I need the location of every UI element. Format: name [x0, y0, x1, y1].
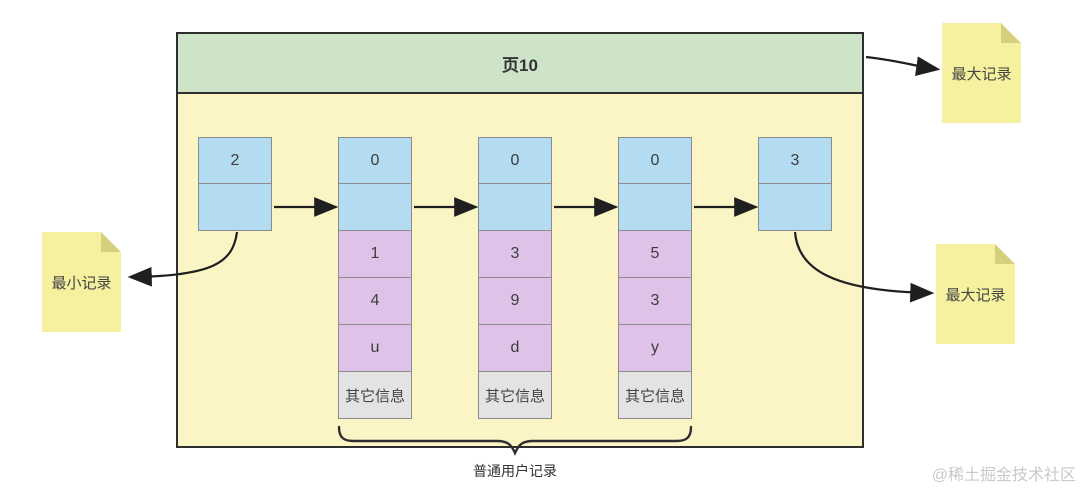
- record-column-supremum: 3: [758, 137, 832, 231]
- record-field-cell: 1: [338, 230, 412, 278]
- note-max-record-top: 最大记录: [942, 23, 1021, 123]
- arrow-header-to-max-note: [865, 55, 941, 76]
- note-fold-corner: [995, 244, 1015, 264]
- record-pointer-cell: [198, 183, 272, 231]
- record-pointer-cell: [478, 183, 552, 231]
- record-other-info-cell: 其它信息: [618, 371, 692, 419]
- record-pointer-cell: [758, 183, 832, 231]
- note-min-record: 最小记录: [42, 232, 121, 332]
- page-header: 页10: [178, 34, 862, 94]
- record-field-cell: u: [338, 324, 412, 372]
- record-header-cell: 0: [478, 137, 552, 184]
- record-field-cell: d: [478, 324, 552, 372]
- note-fold-corner: [101, 232, 121, 252]
- note-fold-corner: [1001, 23, 1021, 43]
- page-title: 页10: [502, 55, 538, 75]
- record-field-cell: 3: [478, 230, 552, 278]
- record-field-cell: 3: [618, 277, 692, 325]
- record-column-user-3: 0 5 3 y 其它信息: [618, 137, 692, 419]
- record-field-cell: 4: [338, 277, 412, 325]
- note-label: 最大记录: [951, 65, 1012, 83]
- record-field-cell: y: [618, 324, 692, 372]
- record-header-cell: 0: [338, 137, 412, 184]
- record-column-user-1: 0 1 4 u 其它信息: [338, 137, 412, 419]
- record-column-infimum: 2: [198, 137, 272, 231]
- record-pointer-cell: [618, 183, 692, 231]
- note-max-record-right: 最大记录: [936, 244, 1015, 344]
- watermark: @稀土掘金技术社区: [931, 467, 1076, 484]
- note-label: 最大记录: [945, 286, 1006, 304]
- record-header-cell: 0: [618, 137, 692, 184]
- record-field-cell: 9: [478, 277, 552, 325]
- record-header-cell: 2: [198, 137, 272, 184]
- record-column-user-2: 0 3 9 d 其它信息: [478, 137, 552, 419]
- record-pointer-cell: [338, 183, 412, 231]
- record-other-info-cell: 其它信息: [478, 371, 552, 419]
- caption-user-records: 普通用户记录: [473, 463, 557, 479]
- note-label: 最小记录: [51, 274, 112, 292]
- record-field-cell: 5: [618, 230, 692, 278]
- record-header-cell: 3: [758, 137, 832, 184]
- record-other-info-cell: 其它信息: [338, 371, 412, 419]
